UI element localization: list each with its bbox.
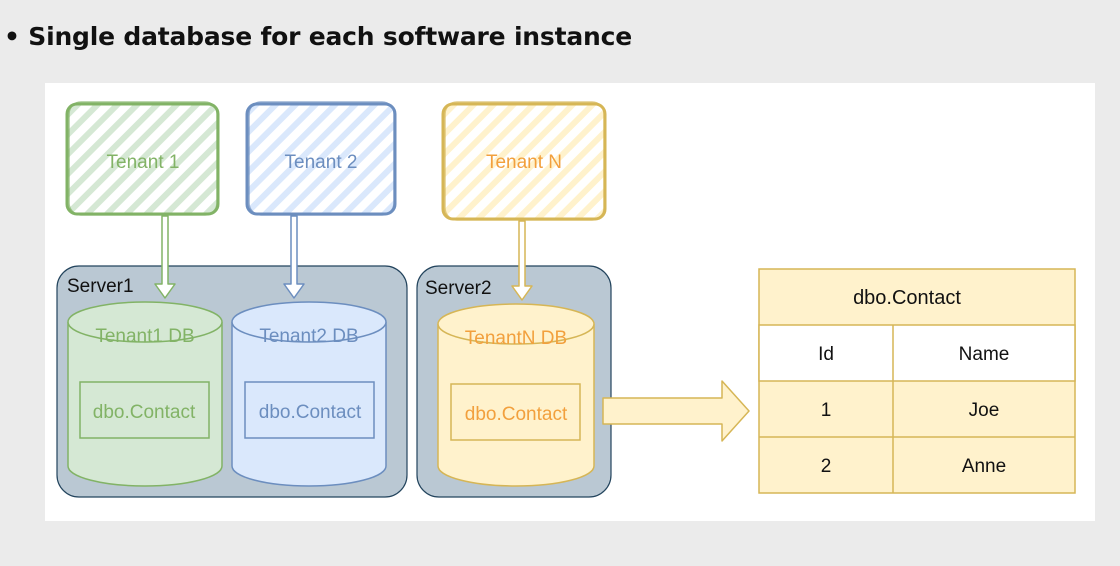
tenant2-db-label: Tenant2 DB xyxy=(259,326,358,347)
tenantn-db-label: TenantN DB xyxy=(465,328,567,349)
contact-table-header-name: Name xyxy=(959,344,1010,365)
server1-label: Server1 xyxy=(67,276,134,297)
contact-table-cell-name-1: Joe xyxy=(969,400,1000,421)
tenantn-db-cylinder: TenantN DB dbo.Contact xyxy=(437,303,595,487)
arrow-tenant2-to-db xyxy=(283,215,305,299)
contact-table-title: dbo.Contact xyxy=(853,287,961,309)
server2-label: Server2 xyxy=(425,278,492,299)
tenant-1-box: Tenant 1 xyxy=(65,101,220,216)
tenantn-table-label: dbo.Contact xyxy=(465,404,568,425)
arrow-tenantn-to-db xyxy=(511,220,533,301)
contact-table-cell-name-2: Anne xyxy=(962,456,1006,477)
tenant-2-label: Tenant 2 xyxy=(285,152,358,173)
tenant-2-box: Tenant 2 xyxy=(245,101,397,216)
tenant2-db-cylinder: Tenant2 DB dbo.Contact xyxy=(231,301,387,487)
tenant1-table-label: dbo.Contact xyxy=(93,402,196,423)
contact-table: dbo.Contact Id Name 1 Joe 2 Anne xyxy=(758,268,1076,494)
tenant-n-box: Tenant N xyxy=(441,101,607,221)
contact-table-cell-id-2: 2 xyxy=(821,456,832,477)
contact-table-cell-id-1: 1 xyxy=(821,400,832,421)
page-heading: • Single database for each software inst… xyxy=(4,22,632,51)
arrow-tenant1-to-db xyxy=(154,215,176,299)
tenant2-table-label: dbo.Contact xyxy=(259,402,362,423)
tenant-1-label: Tenant 1 xyxy=(107,152,180,173)
tenant1-db-label: Tenant1 DB xyxy=(95,326,194,347)
tenant-n-label: Tenant N xyxy=(486,152,562,173)
tenant1-db-cylinder: Tenant1 DB dbo.Contact xyxy=(67,301,223,487)
arrow-db-to-table xyxy=(602,380,750,442)
contact-table-header-id: Id xyxy=(818,344,834,365)
